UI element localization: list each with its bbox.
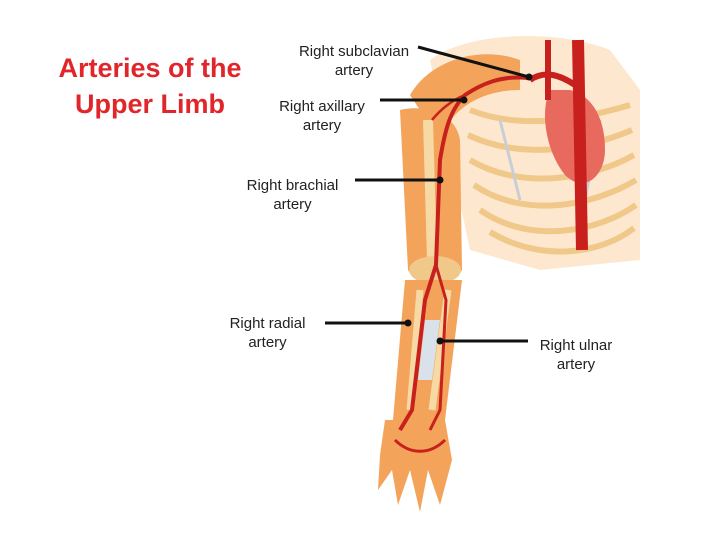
leader-brachial-dot xyxy=(436,176,444,184)
title-line-2: Upper Limb xyxy=(74,89,225,119)
leader-subclavian xyxy=(417,45,530,79)
label-ulnar-line1: Right ulnar xyxy=(539,337,613,354)
leader-axillary-dot xyxy=(460,96,468,104)
illustration-shading xyxy=(378,36,640,512)
label-subclavian-line1: Right subclavian xyxy=(298,43,410,60)
leader-radial-dot xyxy=(404,319,412,327)
label-radial-line1: Right radial xyxy=(229,315,306,332)
label-axillary-line1: Right axillary xyxy=(279,98,365,115)
label-brachial: Right brachial artery xyxy=(230,176,355,214)
label-brachial-line1: Right brachial xyxy=(246,177,339,194)
label-subclavian: Right subclavian artery xyxy=(284,42,424,80)
label-ulnar-line2: artery xyxy=(556,356,596,373)
label-subclavian-line2: artery xyxy=(334,62,374,79)
leader-ulnar-dot xyxy=(436,337,444,345)
leader-subclavian-dot xyxy=(525,73,533,81)
leader-lines xyxy=(325,45,533,345)
title-line-1: Arteries of the xyxy=(58,53,242,83)
label-axillary: Right axillary artery xyxy=(262,97,382,135)
label-radial: Right radial artery xyxy=(210,314,325,352)
label-ulnar: Right ulnar artery xyxy=(520,336,632,374)
label-radial-line2: artery xyxy=(248,334,287,351)
label-brachial-line2: artery xyxy=(273,196,312,213)
label-axillary-line2: artery xyxy=(302,117,342,134)
page-title: Arteries of the Upper Limb xyxy=(40,50,260,122)
